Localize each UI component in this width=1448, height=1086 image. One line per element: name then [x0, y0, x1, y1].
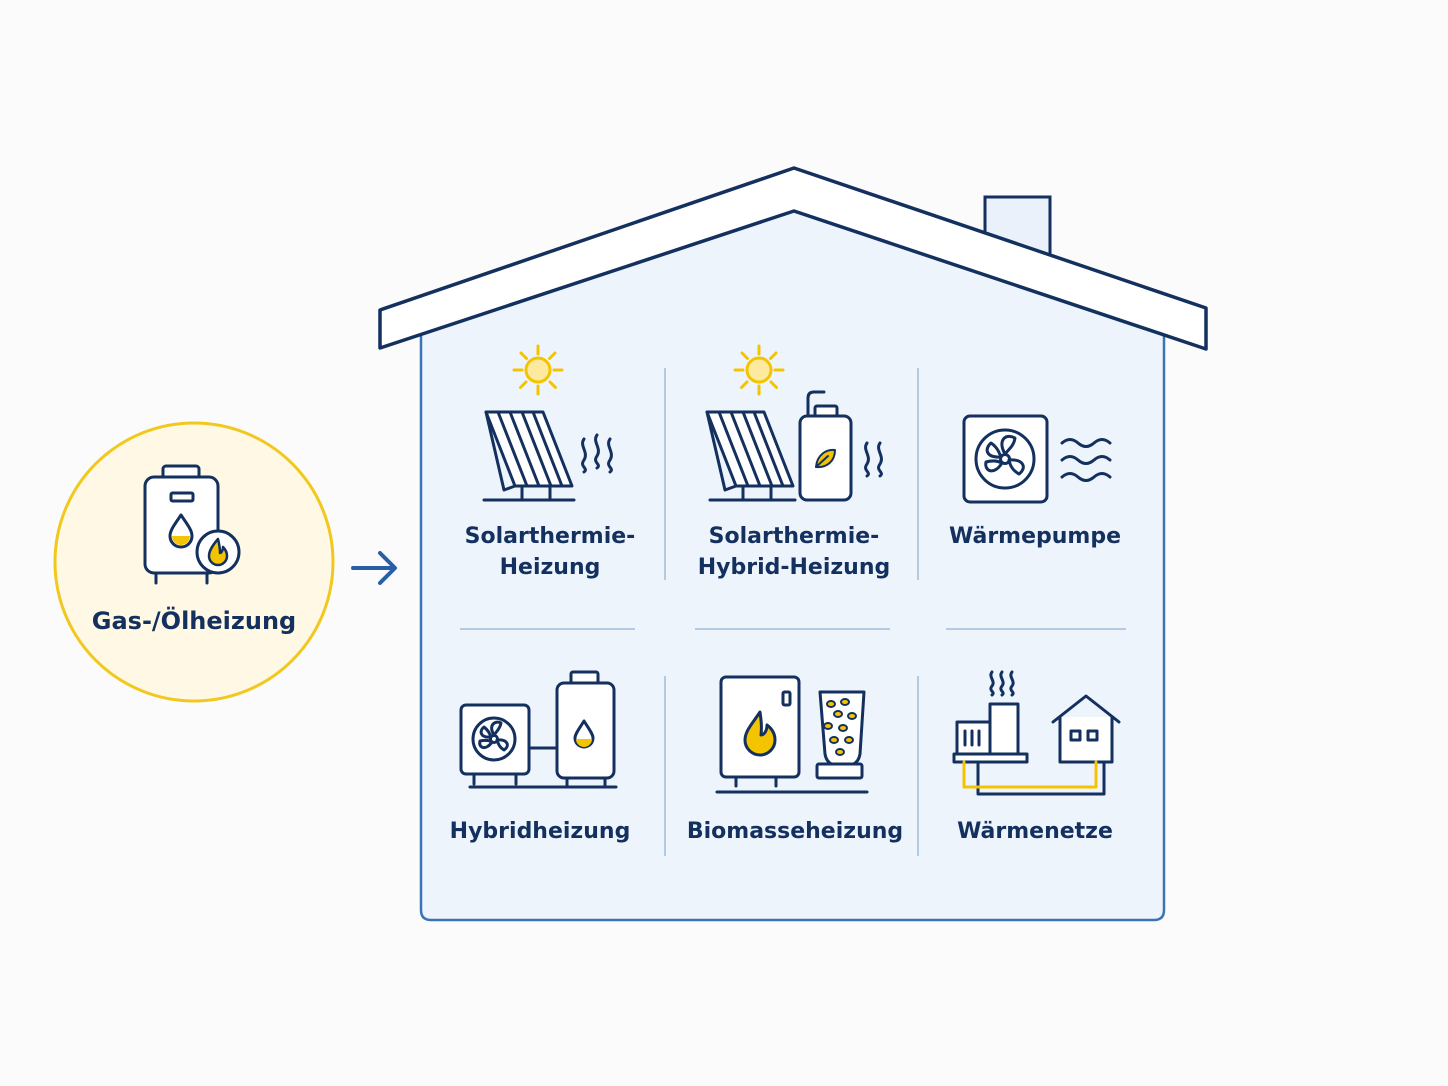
sun-icon [512, 344, 564, 396]
label-line: Solarthermie- [708, 524, 880, 549]
label-line: Hybrid-Heizung [697, 555, 891, 580]
current-system [53, 421, 335, 703]
solar-hybrid-icon [705, 344, 883, 502]
label-line: Wärmenetze [957, 819, 1113, 844]
alternative-label-solarthermie-heizung: Solarthermie- Heizung [440, 521, 660, 583]
alternative-label-biomasseheizung: Biomasseheizung [680, 816, 910, 847]
alternative-label-waermenetze: Wärmenetze [930, 816, 1140, 847]
hybrid-heating-icon [459, 670, 618, 789]
label-line: Solarthermie- [464, 524, 636, 549]
district-heating-icon [952, 670, 1121, 796]
gas-oil-boiler-icon [143, 464, 241, 585]
alternative-label-waermepumpe: Wärmepumpe [930, 521, 1140, 552]
sun-icon [733, 344, 785, 396]
alternative-label-solarthermie-hybrid-heizung: Solarthermie- Hybrid-Heizung [674, 521, 914, 583]
heat-pump-icon [962, 414, 1112, 504]
alternative-label-hybridheizung: Hybridheizung [430, 816, 650, 847]
label-line: Hybridheizung [449, 819, 631, 844]
label-line: Biomasseheizung [686, 819, 904, 844]
grid-dividers [460, 368, 1126, 856]
arrow-right-icon [351, 551, 397, 585]
solar-thermal-icon [482, 344, 613, 502]
biomass-heating-icon [715, 675, 869, 794]
roof [378, 166, 1208, 351]
label-line: Heizung [499, 555, 601, 580]
label-line: Wärmepumpe [948, 524, 1122, 549]
current-system-label: Gas-/Ölheizung [91, 607, 297, 635]
leaf-icon [815, 448, 836, 469]
